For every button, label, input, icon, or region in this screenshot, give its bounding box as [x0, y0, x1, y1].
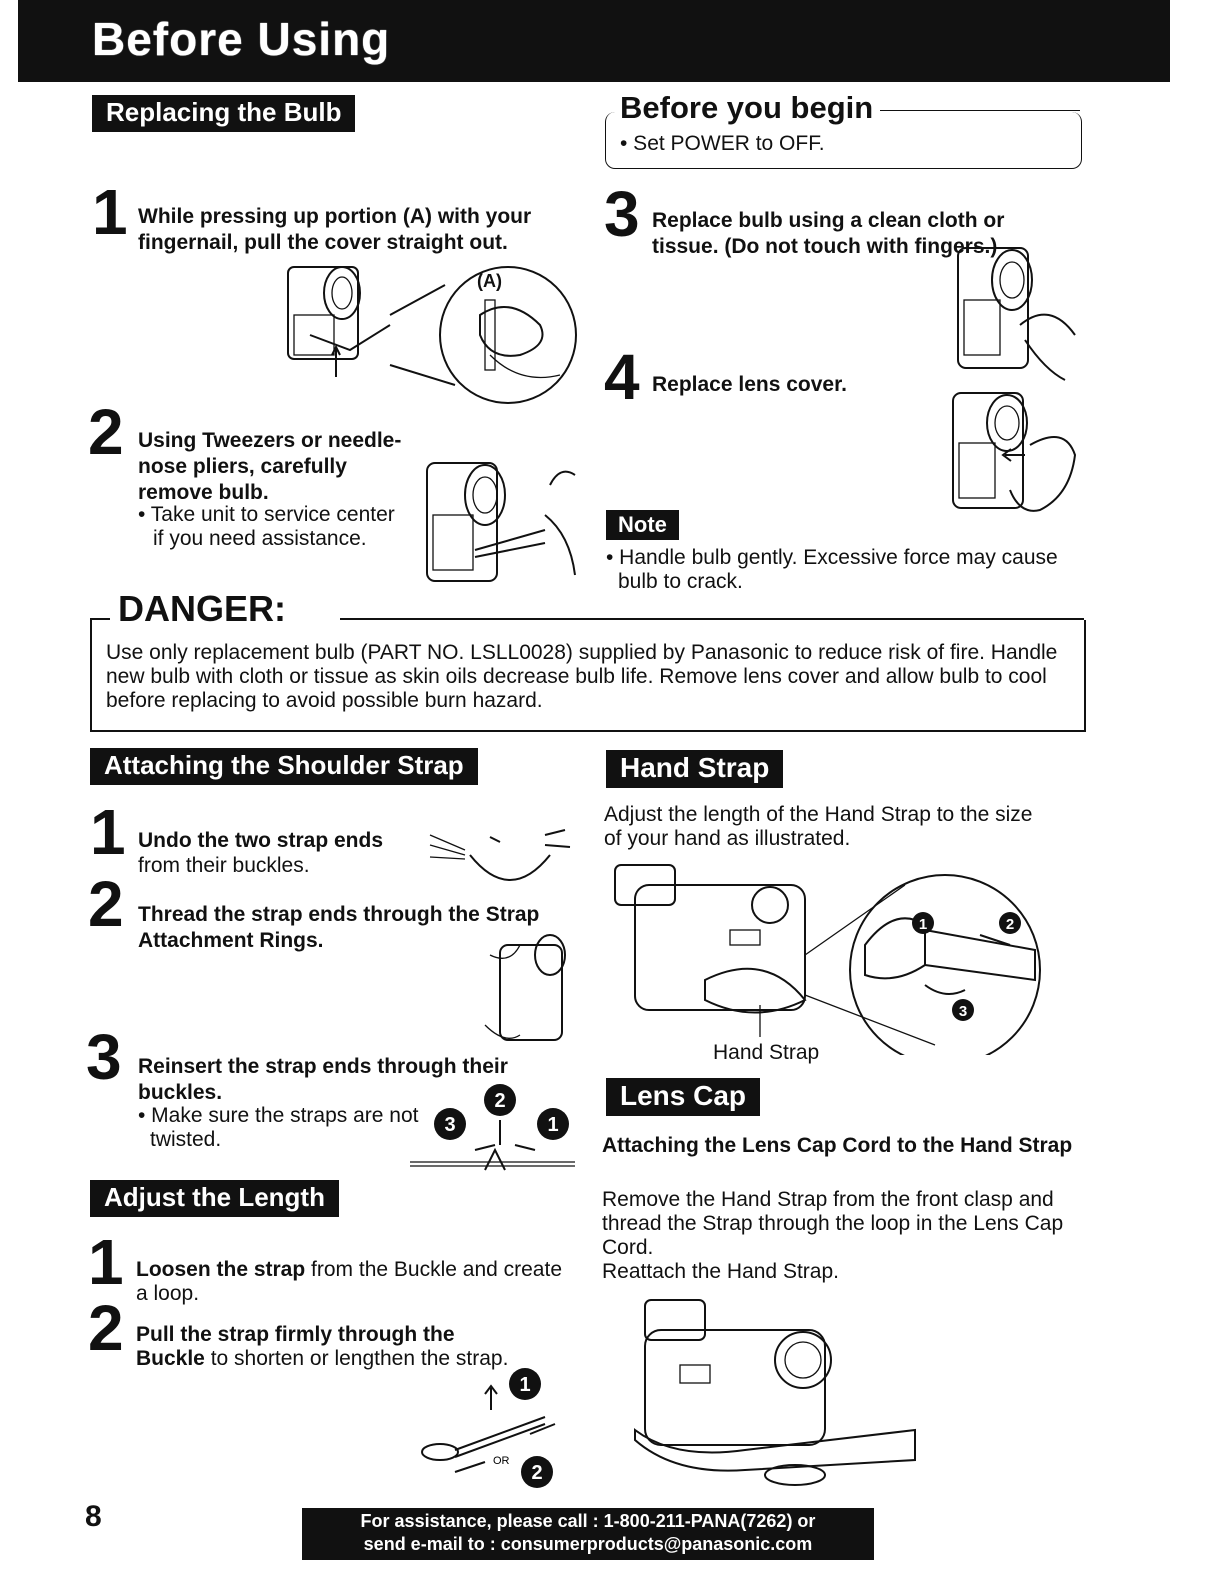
lens-cap-illustration	[634, 1299, 916, 1486]
strap-buckle-illustration	[429, 829, 571, 881]
step-rest-text: to shorten or lengthen the strap.	[204, 1347, 509, 1370]
step-number: 1	[92, 176, 128, 248]
bulb-replacement-illustration	[957, 247, 1076, 381]
danger-title: DANGER:	[110, 588, 294, 630]
step-bold-text: Buckle	[136, 1347, 205, 1370]
step-rest-text: from the Buckle and create a loop.	[136, 1258, 563, 1305]
divider	[340, 618, 1084, 620]
step-bullet: • Make sure the straps are not twisted.	[138, 1104, 419, 1151]
danger-box	[90, 620, 1086, 732]
section-tab-lens-cap: Lens Cap	[606, 1078, 761, 1116]
danger-text: Use only replacement bulb (PART NO. LSLL…	[106, 641, 1058, 712]
or-label: OR	[493, 1455, 510, 1467]
footer-line-1: For assistance, please call : 1-800-211-…	[360, 1511, 816, 1531]
before-you-begin-title: Before you begin	[620, 90, 880, 126]
lens-cap-text: Remove the Hand Strap from the front cla…	[602, 1188, 1064, 1259]
hand-strap-illustration: 1 2 3	[614, 864, 1041, 1055]
note-tab: Note	[606, 510, 679, 540]
step-number: 2	[88, 396, 124, 468]
step-text: While pressing up portion (A) with your …	[138, 205, 532, 254]
hand-strap-caption: Hand Strap	[713, 1041, 820, 1064]
page-number: 8	[85, 1500, 102, 1533]
divider	[90, 618, 110, 620]
strap-twist-illustration: 2 3 1	[410, 1084, 575, 1171]
step-bullet: • Take unit to service center if you nee…	[138, 503, 395, 550]
lens-cover-illustration	[952, 392, 1077, 512]
step-text: Reinsert the strap ends through their bu…	[138, 1055, 508, 1104]
step-number: 3	[86, 1021, 122, 1093]
step-text: Loosen the strap from the Buckle and cre…	[136, 1258, 566, 1306]
cover-removal-illustration	[287, 266, 577, 404]
badge-1: 1	[919, 916, 927, 933]
step-text: Replace bulb using a clean cloth or tiss…	[652, 209, 1005, 258]
step-bold-text: Undo the two strap ends	[138, 829, 384, 852]
bulb-removal-illustration	[426, 462, 576, 582]
badge-2: 2	[531, 1462, 542, 1484]
step-bold-text: Loosen the strap	[136, 1258, 306, 1281]
callout-label: (A)	[477, 271, 502, 291]
lens-cap-subtitle: Attaching the Lens Cap Cord to the Hand …	[602, 1134, 1073, 1157]
before-you-begin-bullet: • Set POWER to OFF.	[620, 132, 825, 155]
step-number: 3	[604, 178, 640, 250]
divider	[880, 110, 1080, 111]
step-bold-text: Pull the strap firmly through the	[136, 1323, 455, 1346]
section-tab-replacing-bulb: Replacing the Bulb	[92, 95, 356, 132]
section-tab-adjust-length: Adjust the Length	[90, 1180, 339, 1217]
lens-cap-text-2: Reattach the Hand Strap.	[602, 1260, 839, 1283]
step-number: 2	[88, 868, 124, 940]
step-text: Pull the strap firmly through the Buckle…	[136, 1323, 516, 1371]
step-text: Thread the strap ends through the Strap …	[138, 903, 540, 952]
badge-1: 1	[519, 1374, 530, 1396]
step-text: Replace lens cover.	[652, 373, 847, 396]
step-number: 4	[604, 341, 640, 413]
adjust-length-illustration: 1 OR 2	[421, 1368, 556, 1488]
hand-strap-text: Adjust the length of the Hand Strap to t…	[604, 803, 1033, 850]
strap-ring-illustration	[484, 934, 566, 1041]
badge-2: 2	[494, 1090, 505, 1112]
footer-line-2: send e-mail to : consumerproducts@panaso…	[363, 1534, 813, 1554]
before-you-begin-box	[605, 112, 1082, 169]
assistance-footer: For assistance, please call : 1-800-211-…	[302, 1508, 874, 1560]
step-number: 1	[88, 1226, 124, 1298]
step-number: 1	[90, 796, 126, 868]
section-tab-hand-strap: Hand Strap	[606, 750, 784, 788]
section-tab-shoulder-strap: Attaching the Shoulder Strap	[90, 748, 478, 785]
badge-1: 1	[547, 1114, 558, 1136]
step-rest-text: from their buckles.	[138, 854, 310, 877]
page-header-bar	[18, 0, 1170, 82]
badge-2: 2	[1006, 916, 1014, 933]
badge-3: 3	[959, 1003, 967, 1020]
step-number: 2	[88, 1292, 124, 1364]
step-text: Using Tweezers or needle-nose pliers, ca…	[138, 429, 402, 504]
badge-3: 3	[444, 1114, 455, 1136]
step-text: Undo the two strap ends from their buckl…	[138, 828, 428, 878]
page-title: Before Using	[92, 13, 391, 65]
note-text: • Handle bulb gently. Excessive force ma…	[606, 546, 1058, 593]
